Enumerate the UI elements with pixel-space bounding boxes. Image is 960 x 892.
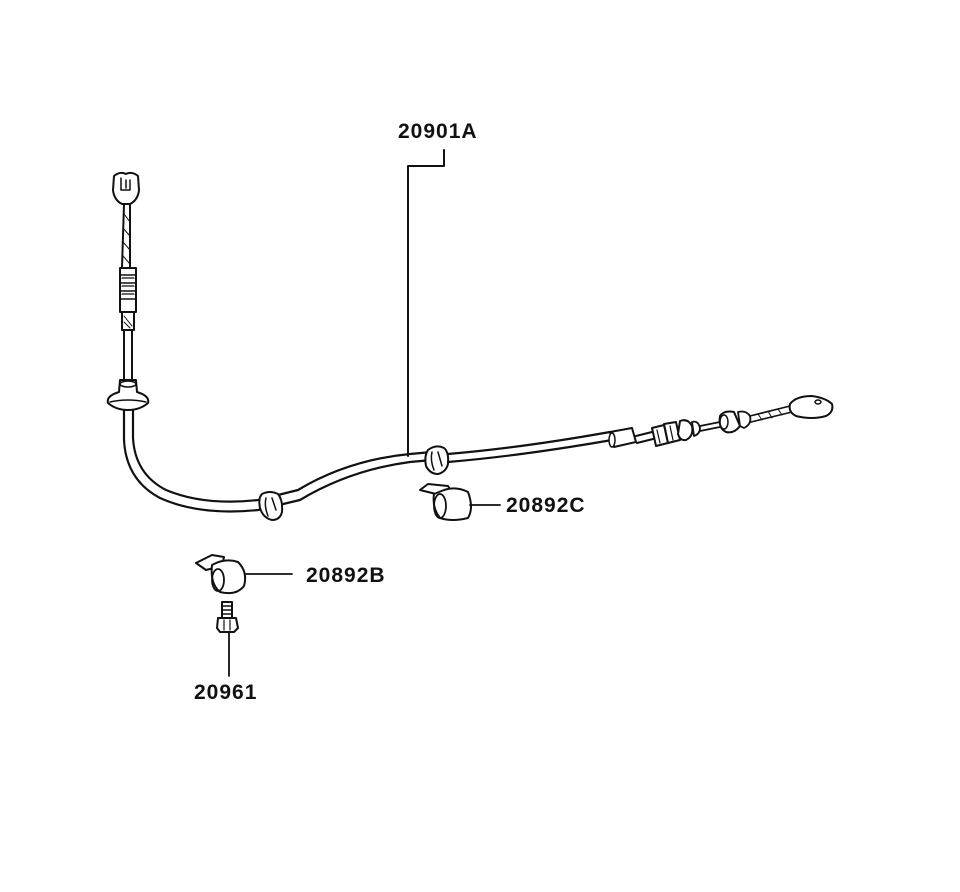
clamp-20892B: [195, 554, 293, 595]
cable-right-end-hardware: [608, 395, 834, 448]
bolt-20961: [216, 601, 239, 677]
cable-grommet-left: [258, 491, 284, 521]
part-label-clamp-b: 20892B: [306, 564, 386, 587]
cable-assembly: [106, 149, 834, 521]
clamp-20892C: [419, 483, 501, 521]
cable-adjuster: [119, 267, 137, 331]
part-label-cable: 20901A: [398, 120, 478, 143]
leader-20901A: [407, 149, 445, 457]
part-label-bolt: 20961: [194, 681, 258, 704]
cable-left-end-fitting: [112, 171, 140, 205]
cable-grommet-right: [424, 445, 450, 475]
part-label-clamp-c: 20892C: [506, 494, 586, 517]
cable-seal-grommet: [106, 379, 150, 411]
